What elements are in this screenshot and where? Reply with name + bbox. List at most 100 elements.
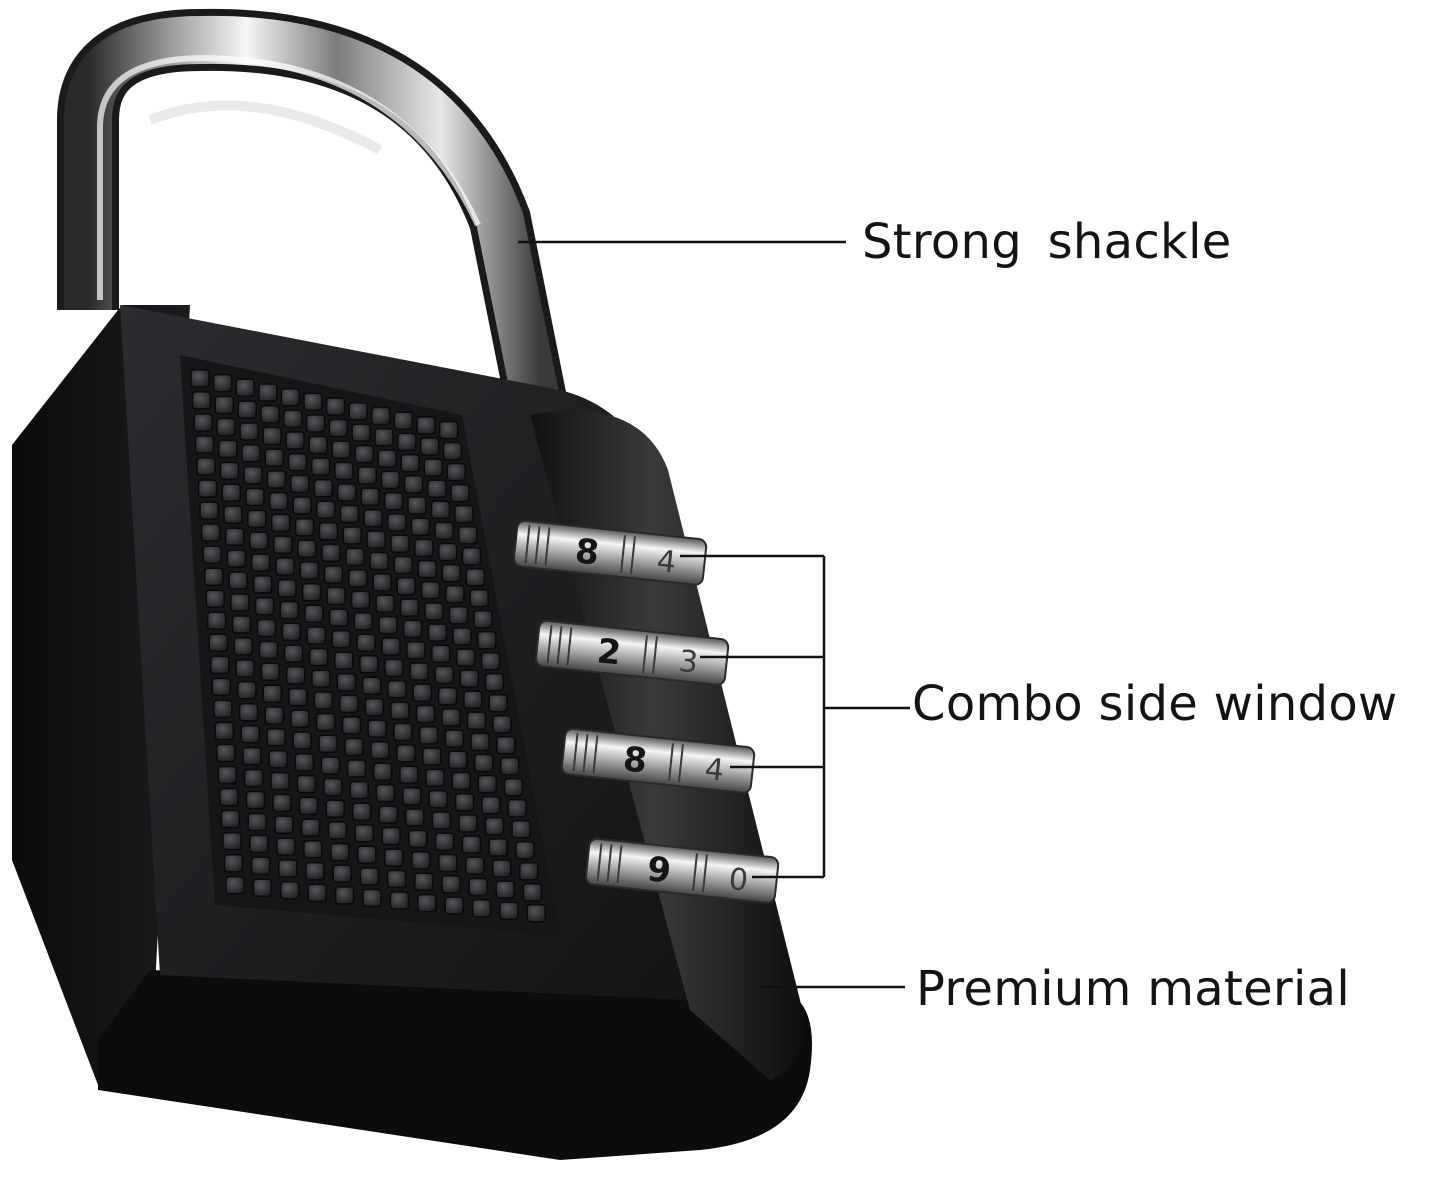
grip-cell <box>241 444 261 463</box>
grip-cell <box>442 441 463 461</box>
grip-cell <box>216 743 236 763</box>
grip-cell <box>260 662 281 682</box>
grip-cell <box>247 812 267 832</box>
grip-cell <box>409 662 429 681</box>
dial-digit: 8 <box>573 531 601 573</box>
grip-cell <box>297 539 317 559</box>
grip-cell <box>331 629 351 649</box>
grip-cell <box>418 726 439 745</box>
grip-cell <box>221 483 242 503</box>
grip-cell <box>400 453 420 473</box>
grip-cell <box>249 834 269 854</box>
grip-cell <box>411 851 431 870</box>
grip-cell <box>359 655 379 674</box>
grip-cell <box>292 496 312 515</box>
grip-cell <box>266 728 286 747</box>
dial-ridge <box>701 854 708 893</box>
dial-ridge <box>534 526 541 565</box>
grip-cell <box>507 798 528 818</box>
grip-cell <box>458 814 478 833</box>
grip-cell <box>350 590 371 610</box>
grip-cell <box>339 694 359 714</box>
grip-cell <box>220 809 241 829</box>
grip-cell <box>518 861 539 881</box>
grip-cell <box>281 622 302 642</box>
grip-cell <box>260 405 280 424</box>
grip-cell <box>344 737 364 757</box>
grip-cell <box>393 722 413 742</box>
grip-cell <box>305 414 326 433</box>
grip-cell <box>266 470 287 489</box>
grip-cell <box>367 719 387 738</box>
dial-ridge <box>606 844 613 883</box>
grip-cell <box>414 872 434 891</box>
grip-cell <box>499 756 520 776</box>
grip-cell <box>496 735 516 755</box>
grip-cell <box>218 439 238 459</box>
dial-ridge <box>582 734 589 773</box>
grip-cell <box>235 659 255 678</box>
grip-cell <box>450 483 470 503</box>
grip-cell <box>242 746 262 766</box>
grip-cell <box>526 903 547 923</box>
dial-wheel <box>584 837 780 904</box>
grip-cell <box>334 886 355 905</box>
grip-cell <box>419 437 440 456</box>
grip-cell <box>277 579 297 598</box>
grip-cell <box>348 569 368 588</box>
grip-cell <box>262 426 282 446</box>
grip-cell <box>243 768 264 788</box>
grip-cell <box>444 729 465 748</box>
grip-cell <box>366 530 386 549</box>
grip-cell <box>384 658 404 678</box>
grip-cell <box>325 799 345 819</box>
dial-ridge <box>546 625 553 664</box>
grip-cell <box>407 496 427 515</box>
grip-cell <box>219 787 239 807</box>
grip-cell <box>381 826 401 846</box>
grip-cell <box>393 411 414 430</box>
grip-cell <box>452 627 472 646</box>
grip-cell <box>378 805 399 824</box>
dial-ridge <box>620 535 626 574</box>
grip-cell <box>256 618 277 638</box>
grip-cell <box>283 644 304 663</box>
grip-cell <box>372 573 392 592</box>
grip-cell <box>196 457 216 476</box>
grip-cell <box>252 878 273 898</box>
grip-cell <box>216 417 236 437</box>
grip-cell <box>383 491 404 511</box>
grip-cell <box>503 777 524 797</box>
grip-cell <box>353 612 374 631</box>
dial-next-digit: 0 <box>727 862 750 899</box>
grip-cell <box>243 465 263 485</box>
dial-ridge <box>544 527 551 566</box>
grip-cell <box>205 589 225 609</box>
grip-cell <box>301 582 322 602</box>
grip-cell <box>323 777 343 797</box>
grip-cell <box>313 691 334 710</box>
grip-cell <box>446 462 467 482</box>
grip-cell <box>451 771 471 791</box>
grip-cell <box>369 551 389 571</box>
grip-cell <box>290 474 310 494</box>
grip-cell <box>238 702 259 722</box>
grip-cell <box>437 542 458 562</box>
grip-cell <box>262 684 283 703</box>
dial-wheel <box>560 727 756 794</box>
grip-cell <box>437 686 458 706</box>
grip-cell <box>250 856 271 876</box>
grip-cell <box>203 567 224 586</box>
grip-cell <box>396 577 417 596</box>
grip-cell <box>445 584 465 604</box>
grip-cell <box>357 466 377 485</box>
grip-cell <box>417 893 437 913</box>
grip-cell <box>222 831 242 851</box>
grip-cell <box>332 864 352 884</box>
